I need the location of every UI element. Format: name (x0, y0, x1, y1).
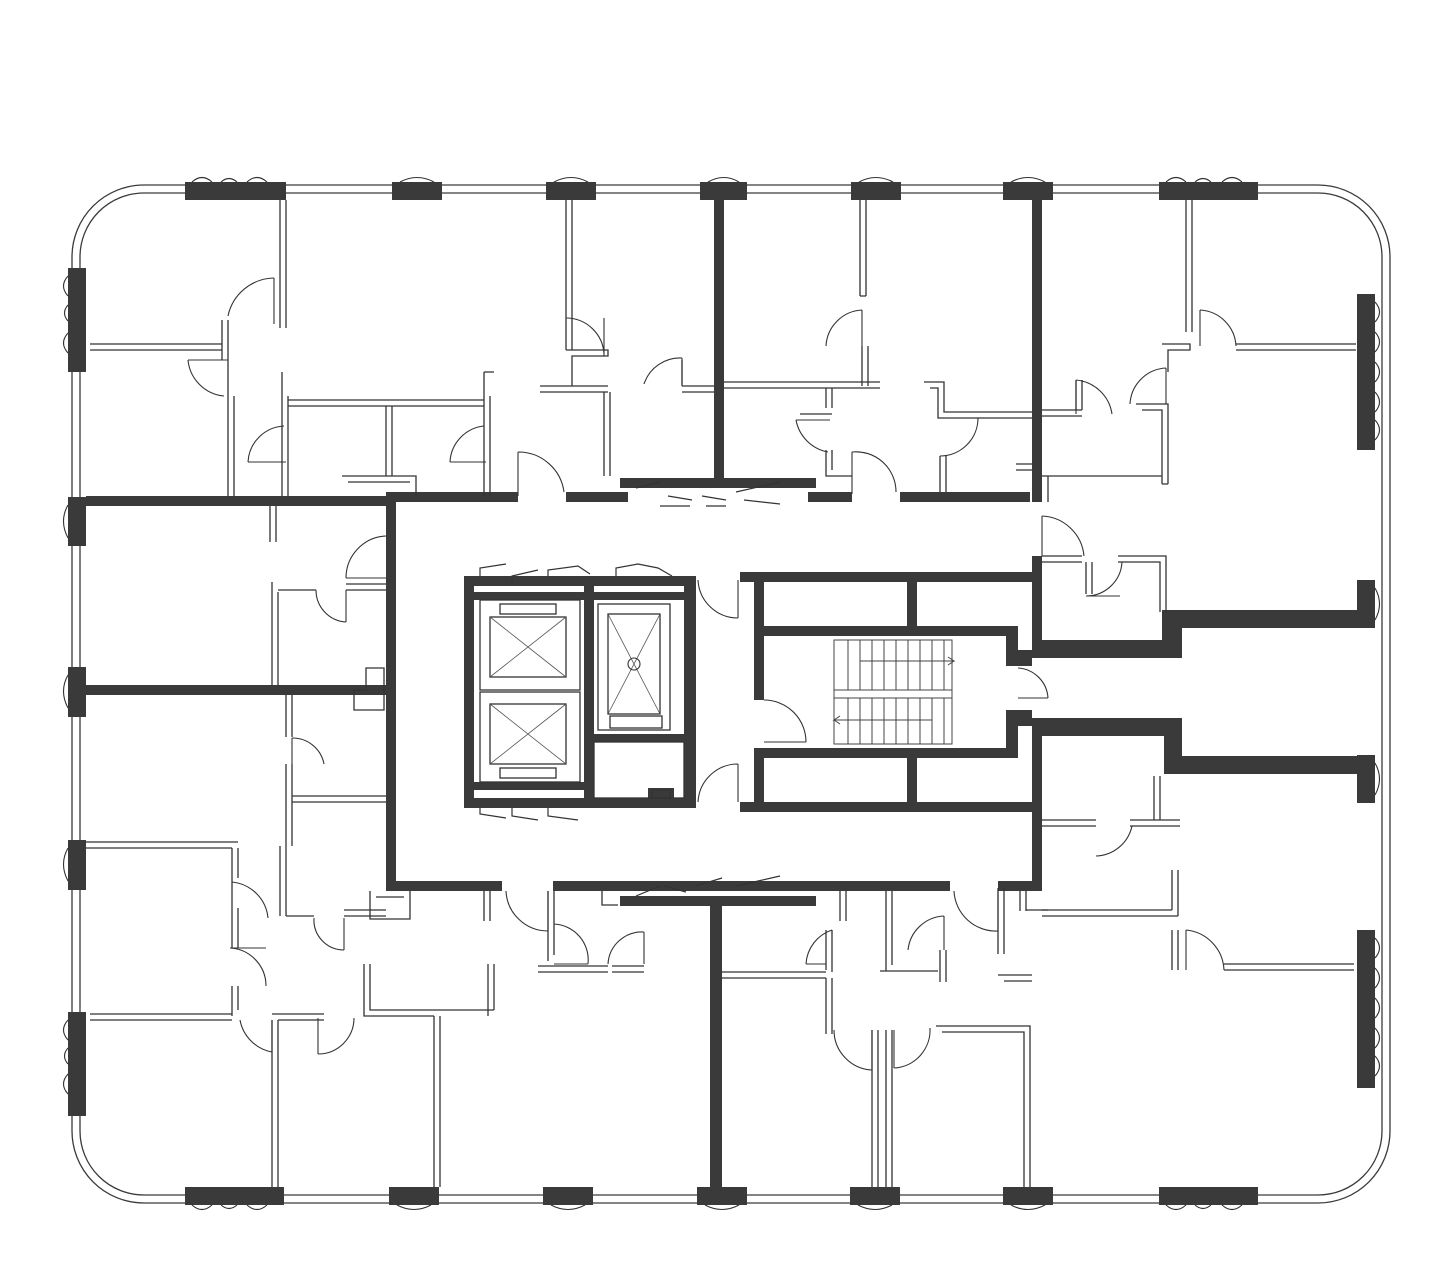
door-swings (187, 277, 1237, 1071)
exterior-columns (68, 182, 1375, 1205)
column-scallops (62, 176, 1381, 1211)
accessible-icon (627, 657, 641, 671)
partition-walls (86, 200, 1356, 1187)
stair (832, 639, 956, 745)
elevator-door-fins (479, 481, 781, 897)
structural-walls (86, 200, 1358, 1187)
elevator-cabs (479, 599, 685, 799)
